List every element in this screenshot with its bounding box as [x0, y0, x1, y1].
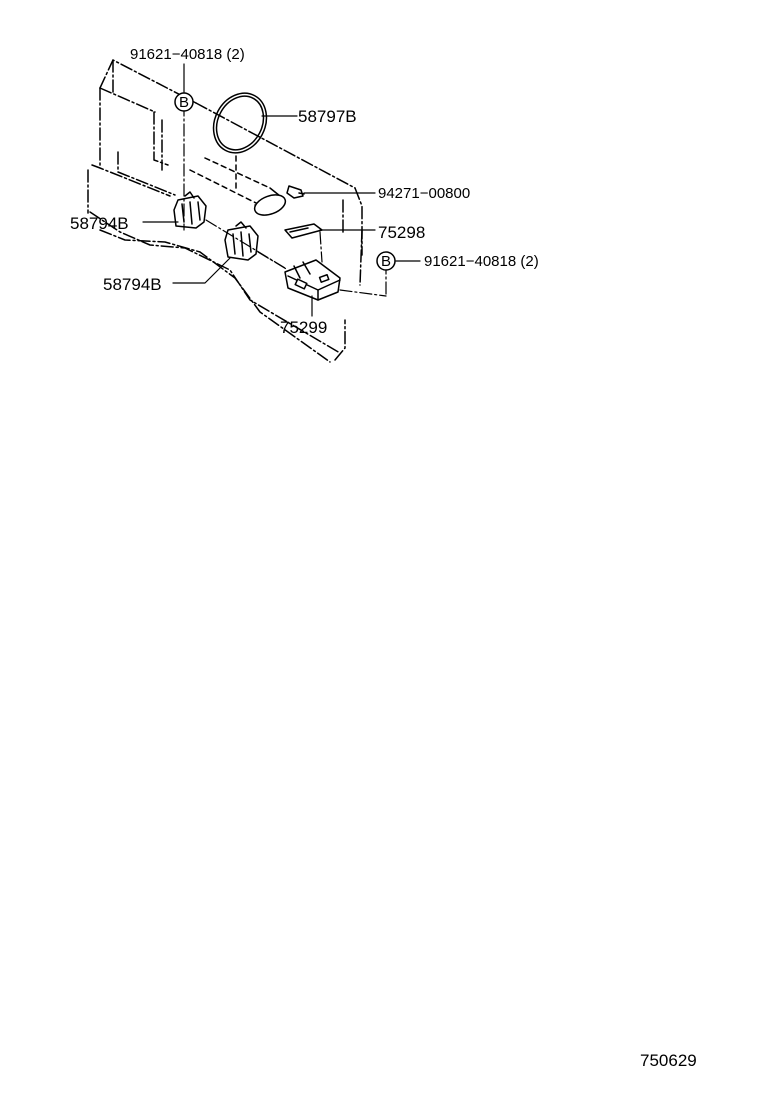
label-screw: 94271−00800 — [378, 185, 470, 202]
label-clip-upper: 58794B — [70, 214, 129, 233]
ring-58797b — [212, 92, 268, 154]
bolt-marker-right-letter: B — [381, 253, 391, 270]
label-bolt-top: 91621−40818 (2) — [130, 46, 245, 63]
clip-lower-58794b — [224, 221, 259, 261]
grab-handle — [189, 155, 287, 216]
label-clip-lower: 58794B — [103, 275, 162, 294]
bolt-marker-top: B — [174, 92, 194, 112]
label-bracket: 75298 — [378, 223, 425, 242]
label-bolt-right: 91621−40818 (2) — [424, 253, 539, 270]
label-ring: 58797B — [298, 107, 357, 126]
assembly-guides — [183, 103, 387, 297]
screw-94271 — [286, 185, 305, 199]
base-75299 — [284, 259, 341, 301]
panel-outline — [87, 59, 363, 363]
label-base: 75299 — [280, 318, 327, 337]
leader-lines — [142, 63, 421, 317]
bolt-marker-top-letter: B — [179, 94, 189, 111]
bolt-marker-right: B — [376, 251, 396, 271]
bracket-75298 — [284, 223, 323, 239]
clip-upper-58794b — [173, 191, 207, 229]
diagram-code: 750629 — [640, 1051, 697, 1070]
